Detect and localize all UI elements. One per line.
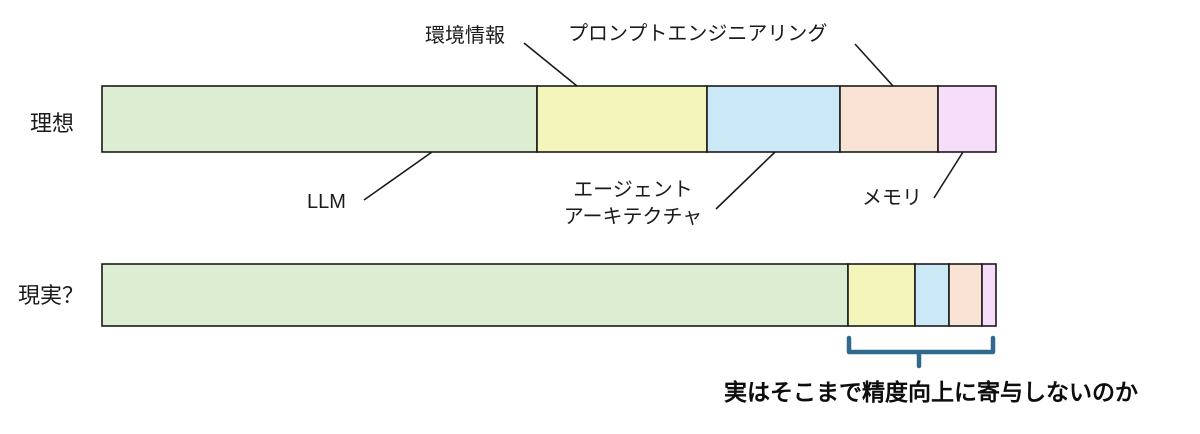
- callout-llm: LLM: [307, 191, 346, 213]
- ideal-segment-environment-info[interactable]: [536, 85, 708, 153]
- leader-line-memory: [933, 151, 964, 199]
- row-label-reality: 現実？: [18, 283, 84, 308]
- ideal-segment-llm[interactable]: [101, 85, 538, 153]
- reality-bar: [101, 263, 997, 327]
- leader-line-llm: [363, 151, 433, 201]
- callout-agent-architecture-line1: エージェント: [573, 179, 693, 201]
- ideal-segment-prompt-engineering[interactable]: [839, 85, 939, 153]
- leader-line-environment-info: [523, 42, 578, 87]
- reality-segment-memory[interactable]: [981, 263, 997, 327]
- ideal-bar: [101, 85, 997, 153]
- callout-environment-info: 環境情報: [425, 24, 505, 47]
- row-label-ideal: 理想: [30, 111, 74, 136]
- reality-segment-prompt-engineering[interactable]: [948, 263, 983, 327]
- leader-line-agent-architecture: [715, 151, 776, 210]
- reality-segment-llm[interactable]: [101, 263, 849, 327]
- leader-line-prompt-engineering: [854, 43, 894, 87]
- reality-segment-environment-info[interactable]: [847, 263, 916, 327]
- annotation-text: 実はそこまで精度向上に寄与しないのか: [724, 379, 1138, 405]
- callout-agent-architecture-line2: アーキテクチャ: [564, 205, 703, 228]
- annotation-bracket: [846, 335, 996, 369]
- callout-prompt-engineering: プロンプトエンジニアリング: [568, 22, 827, 45]
- reality-segment-agent-architecture[interactable]: [914, 263, 950, 327]
- ideal-segment-agent-architecture[interactable]: [706, 85, 841, 153]
- ideal-segment-memory[interactable]: [937, 85, 997, 153]
- callout-memory: メモリ: [862, 187, 922, 209]
